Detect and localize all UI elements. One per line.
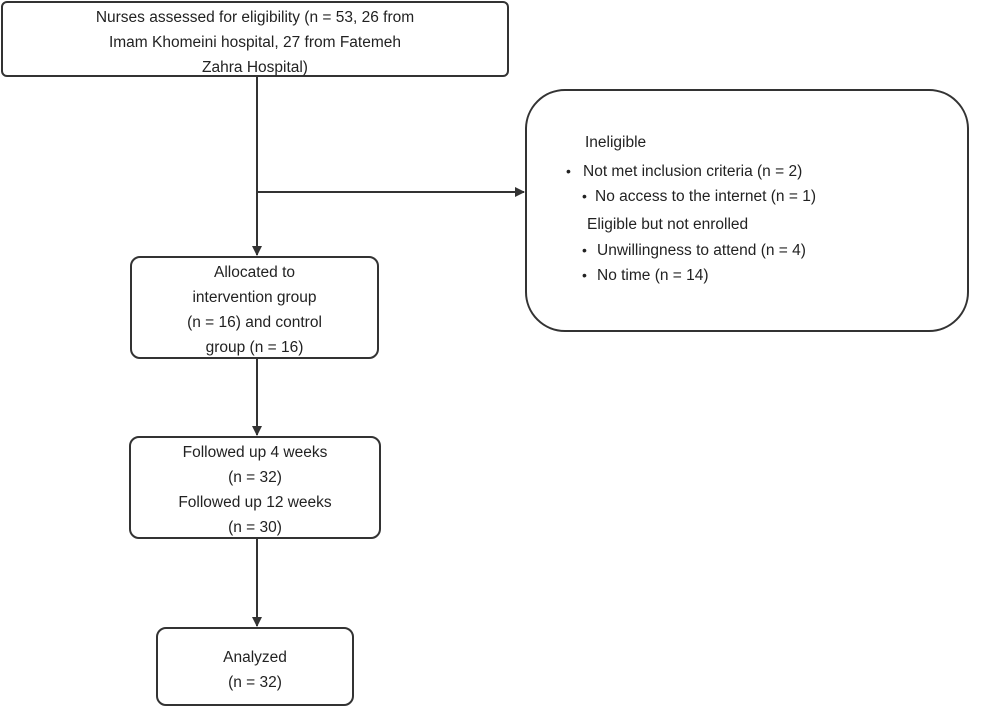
allocation-line: intervention group xyxy=(192,289,317,306)
no-internet-item: No access to the internet (n = 1) xyxy=(595,188,816,205)
followup-box: Followed up 4 weeks (n = 32) Followed up… xyxy=(129,436,381,539)
allocation-box: Allocated to intervention group (n = 16)… xyxy=(130,256,379,359)
eligible-not-enrolled-heading: Eligible but not enrolled xyxy=(587,216,749,233)
bullet-icon: • xyxy=(566,163,571,179)
no-time-item: No time (n = 14) xyxy=(597,267,709,284)
allocation-line: Allocated to xyxy=(214,264,295,281)
exclusion-box: Ineligible • Not met inclusion criteria … xyxy=(525,89,969,332)
eligibility-line: Imam Khomeini hospital, 27 from Fatemeh xyxy=(108,34,402,51)
bullet-icon: • xyxy=(582,242,587,258)
analysis-box: Analyzed (n = 32) xyxy=(156,627,354,706)
followup-line: (n = 30) xyxy=(228,519,282,536)
bullet-icon: • xyxy=(582,188,587,204)
eligibility-line: Zahra Hospital) xyxy=(202,59,308,76)
followup-line: (n = 32) xyxy=(228,469,282,486)
allocation-line: group (n = 16) xyxy=(205,339,304,356)
eligibility-line: Nurses assessed for eligibility (n = 53,… xyxy=(95,9,415,26)
bullet-icon: • xyxy=(582,267,587,283)
ineligible-heading: Ineligible xyxy=(585,134,647,151)
allocation-line: (n = 16) and control xyxy=(187,314,322,331)
followup-line: Followed up 4 weeks xyxy=(182,444,328,461)
analysis-line: Analyzed xyxy=(223,649,287,666)
followup-line: Followed up 12 weeks xyxy=(178,494,332,511)
eligibility-box: Nurses assessed for eligibility (n = 53,… xyxy=(1,1,509,77)
analysis-line: (n = 32) xyxy=(228,674,282,691)
unwillingness-item: Unwillingness to attend (n = 4) xyxy=(597,242,806,259)
not-met-criteria-item: Not met inclusion criteria (n = 2) xyxy=(583,163,803,180)
